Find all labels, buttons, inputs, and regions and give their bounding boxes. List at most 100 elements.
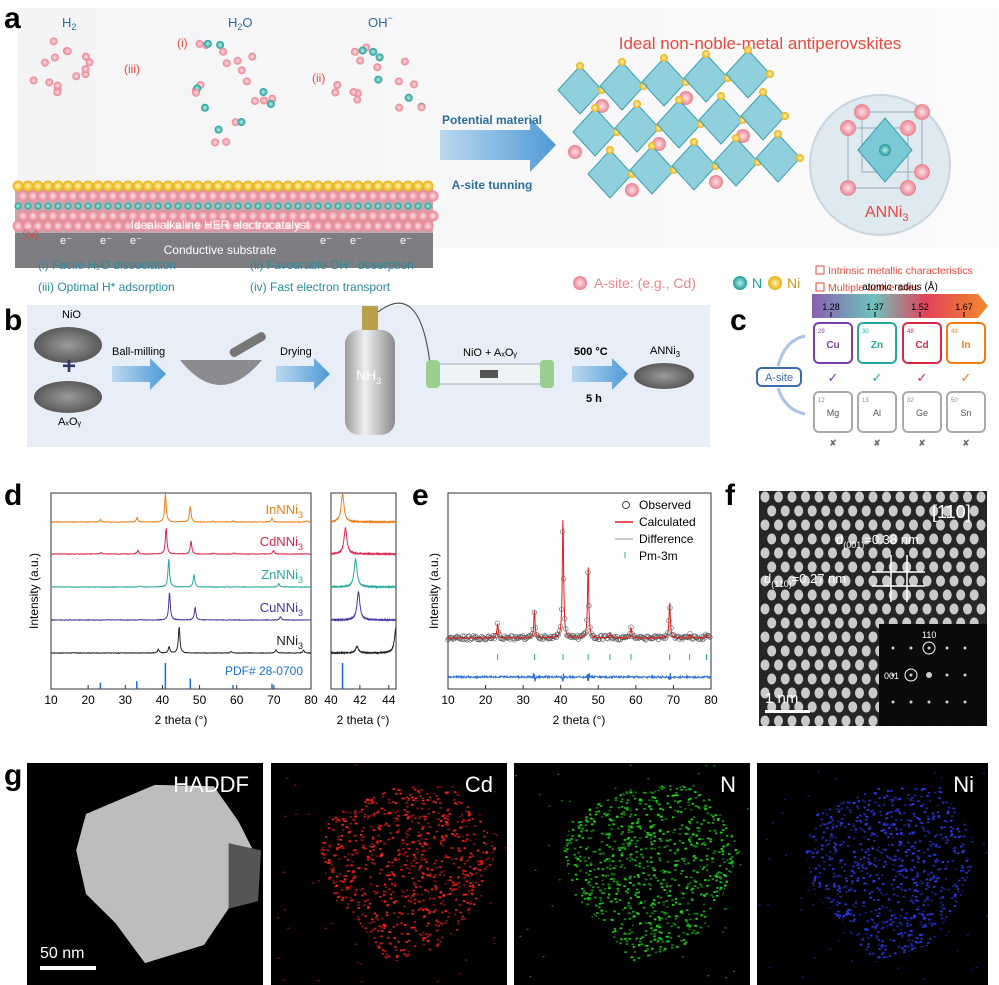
signal-pixel bbox=[578, 835, 581, 838]
atom-column bbox=[794, 701, 804, 713]
signal-pixel bbox=[853, 861, 857, 864]
atomic-number: 49 bbox=[951, 329, 958, 335]
signal-pixel bbox=[447, 916, 450, 919]
signal-pixel bbox=[892, 868, 895, 871]
signal-pixel bbox=[840, 802, 843, 805]
signal-pixel bbox=[692, 929, 696, 932]
signal-pixel bbox=[689, 797, 692, 800]
atom-column bbox=[774, 631, 783, 643]
signal-pixel bbox=[828, 808, 832, 811]
signal-pixel bbox=[625, 808, 629, 811]
signal-pixel bbox=[913, 794, 917, 797]
atom-sphere bbox=[62, 220, 74, 232]
atom-column bbox=[834, 673, 844, 685]
noise-pixel bbox=[317, 880, 320, 882]
signal-pixel bbox=[406, 799, 410, 802]
signal-pixel bbox=[643, 900, 647, 903]
signal-pixel bbox=[691, 932, 694, 934]
signal-pixel bbox=[600, 840, 604, 843]
signal-pixel bbox=[831, 857, 834, 860]
signal-pixel bbox=[353, 891, 357, 894]
signal-pixel bbox=[944, 878, 948, 880]
signal-pixel bbox=[477, 863, 481, 866]
signal-pixel bbox=[856, 934, 859, 936]
n-atom bbox=[879, 144, 891, 156]
noise-pixel bbox=[494, 790, 497, 793]
signal-pixel bbox=[454, 857, 458, 860]
signal-pixel bbox=[666, 802, 669, 805]
signal-pixel bbox=[603, 892, 606, 895]
signal-pixel bbox=[666, 795, 670, 797]
atom-sphere bbox=[224, 202, 232, 210]
signal-pixel bbox=[647, 954, 650, 957]
signal-pixel bbox=[963, 835, 966, 838]
signal-pixel bbox=[659, 807, 662, 810]
signal-pixel bbox=[585, 829, 588, 832]
atom-sphere bbox=[322, 220, 334, 232]
signal-pixel bbox=[943, 888, 946, 891]
signal-pixel bbox=[389, 893, 393, 896]
signal-pixel bbox=[567, 862, 570, 865]
d-inset-xtick-label: 40 bbox=[324, 693, 338, 707]
signal-pixel bbox=[335, 884, 339, 887]
signal-pixel bbox=[341, 896, 345, 899]
signal-pixel bbox=[420, 934, 423, 936]
signal-pixel bbox=[671, 944, 674, 946]
atom-column bbox=[875, 589, 885, 601]
atom-column bbox=[915, 505, 925, 517]
signal-pixel bbox=[426, 867, 429, 870]
signal-pixel bbox=[951, 860, 954, 863]
signal-pixel bbox=[461, 915, 464, 918]
signal-pixel bbox=[639, 902, 643, 904]
signal-pixel bbox=[912, 812, 916, 815]
panel-d: d Intensity (a.u.) InNNi3CdNNi3ZnNNi3CuN… bbox=[4, 479, 397, 727]
signal-pixel bbox=[451, 785, 454, 788]
signal-pixel bbox=[336, 818, 339, 821]
signal-pixel bbox=[850, 888, 854, 891]
signal-pixel bbox=[961, 851, 964, 854]
signal-pixel bbox=[920, 805, 923, 808]
signal-pixel bbox=[967, 869, 970, 872]
signal-pixel bbox=[626, 806, 629, 809]
signal-pixel bbox=[706, 884, 709, 887]
signal-pixel bbox=[727, 853, 731, 856]
signal-pixel bbox=[610, 828, 613, 830]
sample-boat bbox=[480, 370, 498, 378]
fft-spot bbox=[927, 700, 931, 704]
signal-pixel bbox=[668, 838, 672, 841]
signal-pixel bbox=[616, 816, 619, 818]
atom-sphere bbox=[287, 210, 299, 222]
signal-pixel bbox=[663, 870, 667, 873]
signal-pixel bbox=[401, 875, 405, 878]
signal-pixel bbox=[939, 833, 942, 836]
atom-sphere bbox=[137, 190, 149, 202]
atom-sphere bbox=[272, 180, 284, 192]
signal-pixel bbox=[409, 794, 412, 797]
signal-pixel bbox=[461, 813, 464, 816]
signal-pixel bbox=[667, 915, 671, 918]
atom-column bbox=[787, 547, 797, 559]
signal-pixel bbox=[613, 927, 617, 930]
signal-pixel bbox=[479, 860, 482, 863]
signal-pixel bbox=[377, 810, 380, 813]
signal-pixel bbox=[445, 835, 448, 838]
signal-pixel bbox=[396, 956, 399, 959]
signal-pixel bbox=[413, 902, 417, 905]
noise-pixel bbox=[287, 927, 290, 930]
molecule-atom bbox=[211, 138, 220, 147]
cross-icon: ✘ bbox=[829, 438, 837, 448]
signal-pixel bbox=[872, 880, 875, 883]
atom-sphere bbox=[177, 190, 189, 202]
signal-pixel bbox=[435, 919, 438, 922]
signal-pixel bbox=[927, 818, 930, 820]
signal-pixel bbox=[628, 815, 632, 818]
signal-pixel bbox=[635, 850, 638, 853]
atom-column bbox=[807, 617, 817, 629]
signal-pixel bbox=[687, 801, 690, 804]
signal-pixel bbox=[589, 862, 593, 865]
panel-label-d: d bbox=[4, 479, 22, 512]
atom-sphere bbox=[92, 180, 104, 192]
signal-pixel bbox=[694, 791, 697, 794]
signal-pixel bbox=[600, 815, 604, 818]
signal-pixel bbox=[674, 865, 677, 868]
